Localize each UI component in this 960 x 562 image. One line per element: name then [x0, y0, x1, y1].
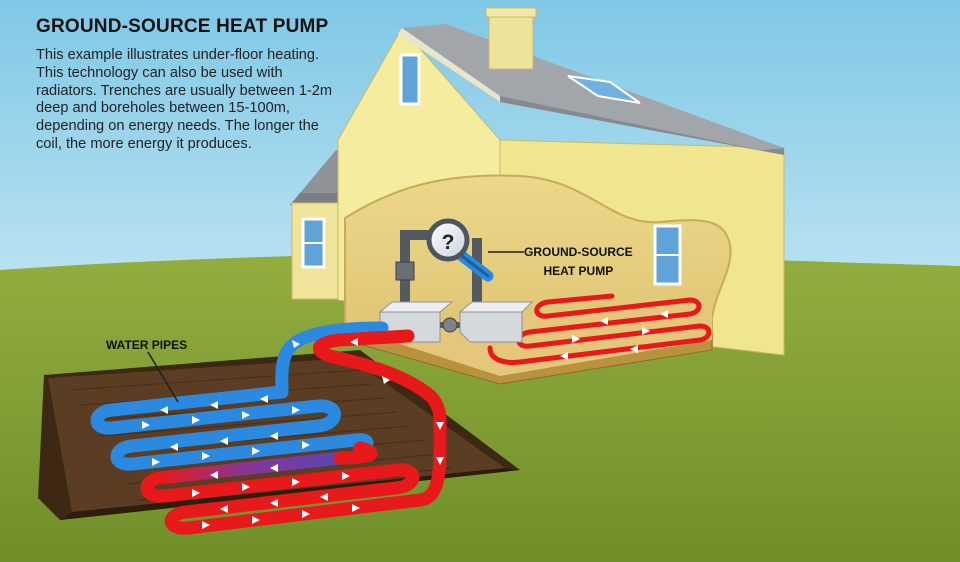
hot-coil [140, 387, 447, 535]
heat-pump-label: GROUND-SOURCE HEAT PUMP [524, 243, 633, 281]
svg-text:?: ? [442, 231, 455, 254]
pump-box-right [459, 311, 523, 343]
pipes-callout-line [147, 351, 179, 403]
pump-valve [442, 317, 458, 333]
chimney [488, 12, 534, 70]
diagram-description: This example illustrates under-floor hea… [36, 47, 333, 152]
hot-pipe-riser [312, 329, 435, 401]
heat-pump-label-line1: GROUND-SOURCE [524, 245, 633, 259]
cold-coil [90, 385, 374, 471]
diagram-title: GROUND-SOURCE HEAT PUMP [36, 16, 329, 37]
underfloor-coil-arrows [560, 310, 668, 360]
cold-pipe-riser [275, 321, 389, 399]
magnifier-question-icon: ? [426, 218, 494, 282]
roof-skylight [567, 75, 641, 104]
ground-loop [90, 321, 447, 535]
mixed-coil [153, 451, 347, 485]
gable-window [399, 53, 421, 106]
heat-pump-label-line2: HEAT PUMP [543, 264, 614, 278]
water-pipes-label: WATER PIPES [106, 338, 188, 352]
ground-loop-arrows [142, 338, 444, 529]
